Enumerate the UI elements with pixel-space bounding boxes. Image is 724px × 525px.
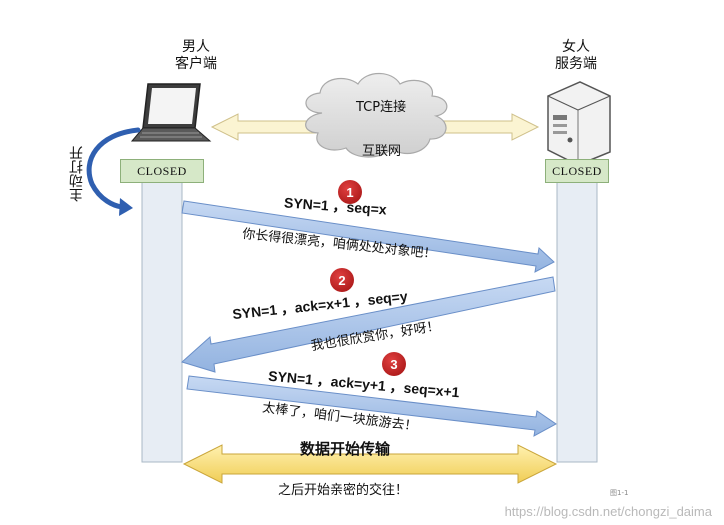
data-transfer-arrow <box>182 444 558 484</box>
laptop-icon <box>130 83 212 142</box>
server-label-line1: 女人 <box>562 39 590 55</box>
internet-label: 互联网 <box>362 144 402 159</box>
client-label-line1: 男人 <box>182 39 210 55</box>
client-label-line2: 客户端 <box>175 56 217 72</box>
server-state-closed: CLOSED <box>545 159 609 183</box>
server-label-line2: 服务端 <box>555 56 597 72</box>
data-transfer-subtitle: 之后开始亲密的交往！ <box>278 483 409 498</box>
internet-cloud <box>305 72 448 158</box>
client-state-closed: CLOSED <box>120 159 204 183</box>
watermark: https://blog.csdn.net/chongzi_daima <box>504 504 712 519</box>
data-transfer-title: 数据开始传输 <box>300 440 391 458</box>
figure-mark: 图1-1 <box>610 489 629 497</box>
syn-ack-arrow <box>181 276 556 373</box>
step-1-badge: 1 <box>338 180 362 204</box>
server-label: 女人 服务端 <box>548 39 604 73</box>
client-label: 男人 客户端 <box>168 39 224 73</box>
tcp-connection-label: TCP连接 <box>356 100 407 115</box>
step-2-badge: 2 <box>330 268 354 292</box>
ack-arrow <box>186 375 557 437</box>
server-icon <box>547 81 611 166</box>
server-lifeline <box>556 181 598 463</box>
step-3-badge: 3 <box>382 352 406 376</box>
client-lifeline <box>141 181 183 463</box>
syn-arrow <box>181 200 555 273</box>
active-open-arrow <box>86 127 141 210</box>
active-open-label: 主动打开 <box>69 146 85 202</box>
